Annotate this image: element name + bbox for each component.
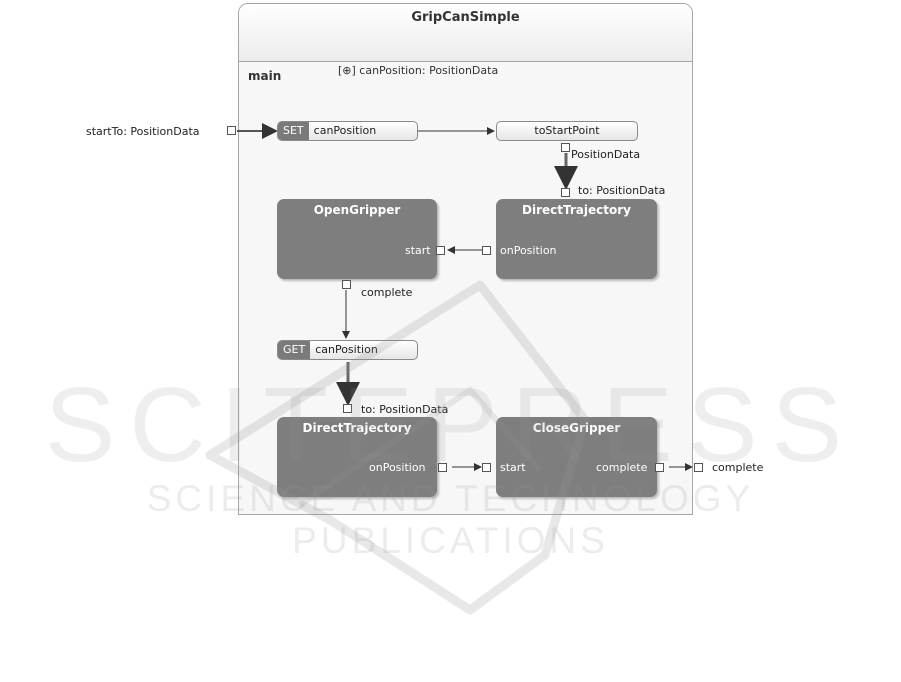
trajectory2-input-label: to: PositionData bbox=[361, 403, 449, 416]
input-port[interactable] bbox=[227, 126, 236, 135]
to-start-point-label: toStartPoint bbox=[534, 124, 600, 137]
region-label: main bbox=[248, 69, 282, 83]
set-node[interactable]: SET canPosition bbox=[277, 121, 418, 141]
trajectory2-output-label: onPosition bbox=[369, 461, 426, 474]
get-variable-name: canPosition bbox=[315, 343, 378, 356]
direct-trajectory-2-title: DirectTrajectory bbox=[302, 421, 412, 435]
direct-trajectory-2-state[interactable]: DirectTrajectory bbox=[277, 417, 437, 497]
open-gripper-input-port[interactable] bbox=[436, 246, 445, 255]
output-port[interactable] bbox=[694, 463, 703, 472]
open-gripper-output-label: complete bbox=[361, 286, 413, 299]
close-gripper-title: CloseGripper bbox=[532, 421, 621, 435]
open-gripper-title: OpenGripper bbox=[313, 203, 401, 217]
open-gripper-state[interactable]: OpenGripper bbox=[277, 199, 437, 279]
to-start-point-output-label: PositionData bbox=[571, 148, 641, 161]
close-gripper-output-label: complete bbox=[596, 461, 648, 474]
frame-header bbox=[239, 4, 692, 62]
trajectory1-input-label: to: PositionData bbox=[578, 184, 666, 197]
trajectory1-input-port[interactable] bbox=[561, 188, 570, 197]
close-gripper-input-port[interactable] bbox=[482, 463, 491, 472]
close-gripper-output-port[interactable] bbox=[655, 463, 664, 472]
trajectory1-output-port[interactable] bbox=[482, 246, 491, 255]
trajectory2-input-port[interactable] bbox=[343, 404, 352, 413]
direct-trajectory-1-state[interactable]: DirectTrajectory bbox=[496, 199, 657, 279]
to-start-point-node[interactable]: toStartPoint bbox=[496, 121, 638, 141]
input-label: startTo: PositionData bbox=[86, 125, 200, 138]
to-start-point-output-port[interactable] bbox=[561, 143, 570, 152]
close-gripper-input-label: start bbox=[500, 461, 526, 474]
set-variable-name: canPosition bbox=[313, 124, 377, 137]
trajectory2-output-port[interactable] bbox=[438, 463, 447, 472]
frame-title: GripCanSimple bbox=[411, 10, 520, 25]
direct-trajectory-1-title: DirectTrajectory bbox=[522, 203, 631, 217]
variable-declaration: [⊕] canPosition: PositionData bbox=[338, 64, 499, 77]
output-label: complete bbox=[712, 461, 764, 474]
trajectory1-output-label: onPosition bbox=[500, 244, 557, 257]
open-gripper-input-label: start bbox=[405, 244, 431, 257]
close-gripper-state[interactable]: CloseGripper bbox=[496, 417, 657, 497]
set-tag: SET bbox=[278, 122, 309, 140]
get-node[interactable]: GET canPosition bbox=[277, 340, 418, 360]
get-tag: GET bbox=[278, 341, 311, 359]
open-gripper-output-port[interactable] bbox=[342, 280, 351, 289]
